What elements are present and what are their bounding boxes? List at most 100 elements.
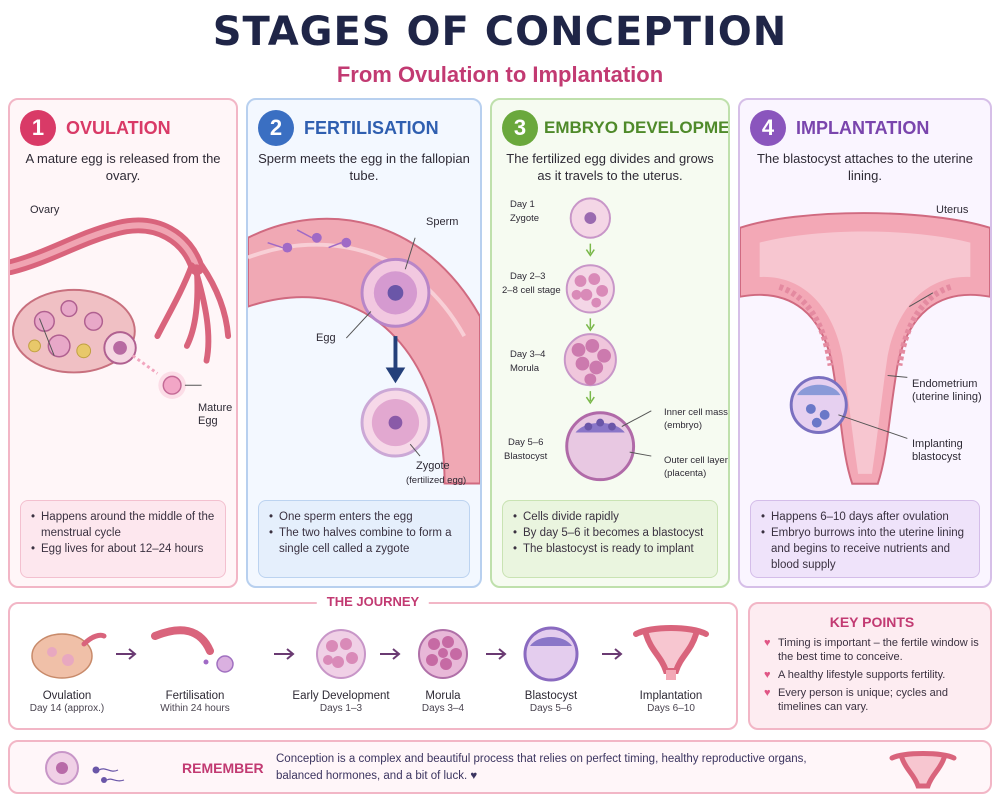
stage-number-badge: 4 (750, 110, 786, 146)
journey-step-name: Blastocyst (524, 690, 578, 702)
arrow-right-icon (486, 648, 507, 660)
stage-notes: Cells divide rapidly By day 5–6 it becom… (502, 500, 718, 578)
ovary-icon (31, 632, 107, 679)
timeline-day: Day 2–3 (510, 271, 546, 282)
note-item: By day 5–6 it becomes a blastocyst (513, 525, 707, 541)
journey-step-time: Days 1–3 (319, 703, 363, 714)
journey-step-ovulation: Ovulation Day 14 (approx.) (12, 616, 122, 714)
note-item: Happens 6–10 days after ovulation (761, 509, 969, 525)
label-egg: Egg (316, 332, 336, 344)
label-uterus: Uterus (936, 204, 969, 216)
note-item: The two halves combine to form a single … (269, 525, 459, 557)
stage-title: FERTILISATION (304, 117, 439, 138)
arrow-right-icon (274, 648, 295, 660)
uterus-illustration (740, 212, 990, 485)
journey-step-time: Within 24 hours (160, 703, 230, 714)
label-outer-cell-layer: Outer cell layer (placenta) (664, 455, 728, 479)
stage-number-badge: 1 (20, 110, 56, 146)
journey-step-time: Days 3–4 (421, 703, 465, 714)
remember-text: Conception is a complex and beautiful pr… (276, 753, 807, 782)
stage-header: 1 OVULATION (20, 108, 230, 148)
remember-label: REMEMBER (182, 760, 264, 776)
journey-step-name: Implantation (639, 690, 703, 702)
page-subtitle: From Ovulation to Implantation (336, 62, 664, 87)
remember-banner: REMEMBER Conception is a complex and bea… (8, 740, 992, 794)
note-item: Happens around the middle of the menstru… (31, 509, 215, 541)
stage-title: OVULATION (66, 117, 171, 138)
stage-title: IMPLANTATION (796, 117, 930, 138)
timeline-day: Day 3–4 (510, 349, 546, 360)
journey-title: THE JOURNEY (316, 594, 430, 609)
ovary-illustration (10, 217, 232, 399)
uterus-icon (889, 751, 957, 789)
journey-step-name: Ovulation (42, 690, 92, 702)
embryo-illustration (563, 197, 652, 482)
stage-description: The blastocyst attaches to the uterine l… (756, 151, 974, 183)
egg-and-sperm-icon (45, 751, 125, 785)
morula-icon (418, 629, 468, 679)
stage-notes: One sperm enters the egg The two halves … (258, 500, 470, 578)
label-implanting-blastocyst: Implanting blastocyst (912, 438, 963, 463)
key-points-title: KEY POINTS (829, 614, 915, 630)
note-item: One sperm enters the egg (269, 509, 459, 525)
label-endometrium: Endometrium (uterine lining) (912, 378, 982, 403)
note-item: Egg lives for about 12–24 hours (31, 541, 215, 557)
journey-step-name: Early Development (292, 690, 390, 702)
note-item: Cells divide rapidly (513, 509, 707, 525)
key-point-item: Timing is important – the fertile window… (764, 636, 980, 664)
key-points-list: Timing is important – the fertile window… (764, 636, 980, 714)
label-zygote: Zygote (416, 460, 450, 472)
key-point-item: Every person is unique; cycles and timel… (764, 686, 980, 714)
note-item: The blastocyst is ready to implant (513, 541, 707, 557)
journey-step-time: Days 6–10 (647, 703, 695, 714)
label-zygote-note: (fertilized egg) (406, 475, 467, 486)
timeline-stage: Zygote (510, 213, 540, 224)
uterus-icon (633, 625, 709, 680)
journey-step-time: Day 14 (approx.) (29, 703, 105, 714)
stage-description: The fertilized egg divides and grows as … (506, 151, 714, 183)
blastocyst-icon (523, 626, 579, 682)
arrow-right-icon (116, 648, 137, 660)
stage-description: Sperm meets the egg in the fallopian tub… (258, 151, 470, 183)
arrow-right-icon (380, 648, 401, 660)
timeline-stage: Blastocyst (504, 451, 548, 462)
stage-card-ovulation: 1 OVULATION A mature egg is released fro… (8, 98, 238, 588)
journey-step-early-development: Early Development Days 1–3 (286, 616, 396, 714)
stage-number-badge: 2 (258, 110, 294, 146)
label-sperm: Sperm (426, 216, 459, 228)
label-mature-egg: Mature Egg (198, 402, 233, 427)
journey-step-morula: Morula Days 3–4 (388, 616, 498, 714)
stage-notes: Happens 6–10 days after ovulation Embryo… (750, 500, 980, 578)
journey-step-implantation: Implantation Days 6–10 (616, 616, 726, 714)
stage-title: EMBRYO DEVELOPMENT (544, 118, 730, 137)
note-item: Embryo burrows into the uterine lining a… (761, 525, 969, 573)
timeline-stage: Morula (510, 363, 540, 374)
key-points-panel: KEY POINTS Timing is important – the fer… (748, 602, 992, 730)
journey-step-name: Fertilisation (165, 690, 225, 702)
fallopian-tube-icon (151, 626, 234, 673)
stage-card-fertilisation: 2 FERTILISATION Sperm meets the egg in t… (246, 98, 482, 588)
journey-panel: THE JOURNEY Ovulation Day 14 (approx.) F… (8, 594, 738, 730)
stage-header: 4 IMPLANTATION (750, 108, 984, 148)
stage-notes: Happens around the middle of the menstru… (20, 500, 226, 578)
stage-number-badge: 3 (502, 110, 538, 146)
journey-step-blastocyst: Blastocyst Days 5–6 (496, 616, 606, 714)
journey-step-name: Morula (425, 690, 461, 702)
timeline-day: Day 1 (510, 199, 535, 210)
key-point-item: A healthy lifestyle supports fertility. (764, 668, 980, 682)
cell-cluster-icon (316, 629, 366, 679)
stage-header: 3 EMBRYO DEVELOPMENT (502, 108, 728, 148)
header: STAGES OF CONCEPTION From Ovulation to I… (0, 0, 1000, 96)
stage-header: 2 FERTILISATION (258, 108, 474, 148)
timeline-day: Day 5–6 (508, 437, 544, 448)
label-ovary: Ovary (30, 204, 60, 216)
label-inner-cell-mass: Inner cell mass (embryo) (664, 407, 728, 431)
stage-description: A mature egg is released from the ovary. (25, 151, 221, 183)
arrow-right-icon (602, 648, 623, 660)
page-title: STAGES OF CONCEPTION (212, 9, 788, 55)
stage-card-embryo-development: 3 EMBRYO DEVELOPMENT The fertilized egg … (490, 98, 730, 588)
fertilisation-illustration (248, 217, 480, 485)
journey-step-time: Days 5–6 (529, 703, 573, 714)
timeline-stage: 2–8 cell stage (502, 285, 561, 296)
journey-step-fertilisation: Fertilisation Within 24 hours (140, 616, 250, 714)
